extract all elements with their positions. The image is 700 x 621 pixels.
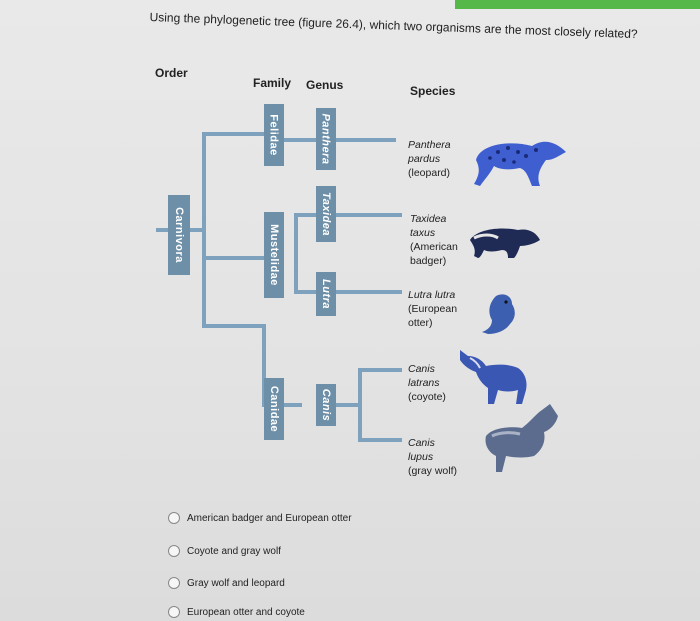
header-order: Order xyxy=(155,66,188,80)
leopard-icon xyxy=(474,141,566,186)
family-canidae-label: Canidae xyxy=(264,378,284,440)
header-species: Species xyxy=(410,84,456,98)
species-otter: Lutra lutra (European otter) xyxy=(408,289,458,329)
family-felidae-label: Felidae xyxy=(264,104,284,166)
species-leopard: Panthera pardus (leopard) xyxy=(408,139,451,179)
genus-taxidea-label: Taxidea xyxy=(316,186,336,242)
radio-button[interactable] xyxy=(168,512,180,524)
option-wolf-leopard[interactable]: Gray wolf and leopard xyxy=(168,577,285,589)
coyote-icon xyxy=(460,350,527,404)
radio-button[interactable] xyxy=(168,577,180,589)
progress-accent-bar xyxy=(455,0,700,9)
option-badger-otter[interactable]: American badger and European otter xyxy=(168,512,352,524)
radio-button[interactable] xyxy=(168,606,180,618)
genus-panthera-label: Panthera xyxy=(316,108,336,170)
family-mustelidae-label: Mustelidae xyxy=(264,212,284,298)
option-coyote-wolf[interactable]: Coyote and gray wolf xyxy=(168,545,281,557)
wolf-icon xyxy=(485,404,558,472)
order-carnivora-label: Carnivora xyxy=(168,195,190,275)
badger-icon xyxy=(470,228,540,258)
header-family: Family xyxy=(253,76,292,90)
radio-button[interactable] xyxy=(168,545,180,557)
otter-icon xyxy=(482,294,515,334)
option-otter-coyote[interactable]: European otter and coyote xyxy=(168,606,305,618)
genus-canis-label: Canis xyxy=(316,384,336,426)
genus-lutra-label: Lutra xyxy=(316,272,336,316)
species-wolf: Canis lupus (gray wolf) xyxy=(408,437,458,477)
header-genus: Genus xyxy=(306,78,344,92)
species-badger: Taxidea taxus (American badger) xyxy=(410,213,458,267)
species-coyote: Canis latrans (coyote) xyxy=(408,363,446,403)
